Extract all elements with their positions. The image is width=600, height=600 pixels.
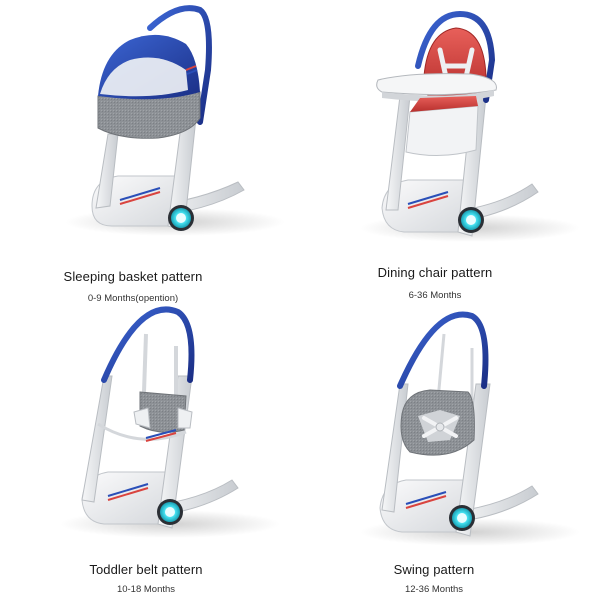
toddler-belt-panel: Toddler belt pattern 10-18 Months [0, 300, 300, 600]
pattern-title: Toddler belt pattern [89, 562, 203, 577]
sleeping-basket-panel: Sleeping basket pattern 0-9 Months(opent… [0, 0, 300, 304]
pattern-title: Dining chair pattern [377, 265, 493, 280]
pattern-age-range: 6-36 Months [408, 290, 462, 301]
pattern-age-range: 12-36 Months [404, 584, 464, 595]
pattern-title: Sleeping basket pattern [63, 269, 203, 284]
dining-chair-illustration [360, 10, 580, 242]
pattern-age-range: 10-18 Months [116, 584, 176, 595]
pattern-age-range: 0-9 Months(opention) [87, 293, 179, 304]
pattern-title: Swing pattern [393, 562, 475, 577]
swing-panel: Swing pattern 12-36 Months [300, 300, 600, 600]
swing-illustration [360, 311, 580, 546]
sleeping-basket-illustration [65, 5, 285, 236]
dining-chair-panel: Dining chair pattern 6-36 Months [300, 0, 600, 301]
toddler-belt-illustration [60, 306, 280, 538]
